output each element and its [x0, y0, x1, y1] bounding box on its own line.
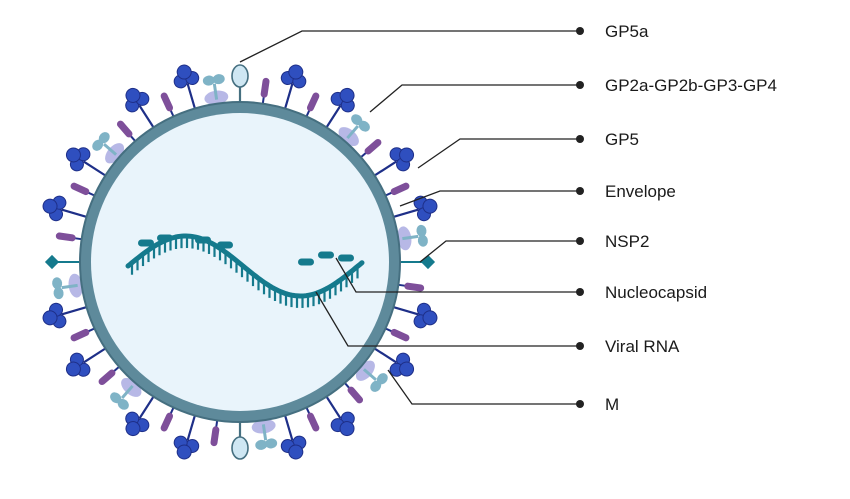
nsp2-leader-line [419, 240, 580, 263]
gp2-protein [355, 360, 388, 392]
label-nsp2: NSP2 [605, 232, 649, 251]
gp2-protein [251, 419, 278, 450]
gp5-protein [125, 390, 158, 437]
gp5-protein [42, 195, 93, 222]
label-gp5a: GP5a [605, 22, 649, 41]
gp5-protein [42, 302, 93, 329]
label-m: M [605, 395, 619, 414]
gp5a-protein [231, 64, 249, 108]
label-viral-rna: Viral RNA [605, 337, 680, 356]
surface-proteins [42, 64, 438, 460]
nucleocapsid-protein [318, 251, 334, 259]
label-envelope: Envelope [605, 182, 676, 201]
gp2-protein [52, 273, 83, 300]
nucleocapsid-leader-dot [576, 288, 584, 296]
nucleocapsid-protein [338, 254, 354, 262]
label-gp2a: GP2a-GP2b-GP3-GP4 [605, 76, 777, 95]
envelope-leader-dot [576, 187, 584, 195]
labels: GP5aGP2a-GP2b-GP3-GP4GP5EnvelopeNSP2Nucl… [605, 22, 777, 414]
viral-rna-leader-dot [576, 342, 584, 350]
gp5-leader-dot [576, 135, 584, 143]
viral-rna-leader-line [315, 291, 580, 347]
gp5a-leader-line [239, 30, 580, 63]
nucleocapsid-protein [138, 239, 154, 247]
gp5-protein [173, 64, 200, 115]
gp5a-leader-dot [576, 27, 584, 35]
gp2-protein [397, 224, 428, 251]
gp2a-leader-dot [576, 81, 584, 89]
nucleocapsid-protein [217, 241, 233, 249]
gp5-protein [368, 147, 415, 180]
gp5-protein [368, 344, 415, 377]
gp5-protein [65, 147, 112, 180]
gp5a-protein [231, 416, 249, 460]
nsp2-leader-dot [576, 237, 584, 245]
gp2-protein [202, 74, 229, 105]
gp2a-leader-line [369, 84, 580, 113]
leader-lines [239, 27, 584, 408]
nucleocapsid-protein [298, 258, 314, 266]
viral-rna-strand [125, 233, 365, 308]
m-leader-line [387, 369, 580, 405]
nucleocapsid-leader-line [335, 257, 580, 293]
envelope-leader-line [399, 190, 580, 207]
m-leader-dot [576, 400, 584, 408]
label-gp5: GP5 [605, 130, 639, 149]
gp5-protein [387, 195, 438, 222]
gp5-protein [322, 87, 355, 134]
gp5-leader-line [417, 138, 580, 169]
gp5-protein [280, 64, 307, 115]
nucleocapsid-protein [157, 234, 173, 242]
label-nucleocapsid: Nucleocapsid [605, 283, 707, 302]
gp5-protein [65, 344, 112, 377]
nucleocapsid-protein [195, 236, 211, 244]
